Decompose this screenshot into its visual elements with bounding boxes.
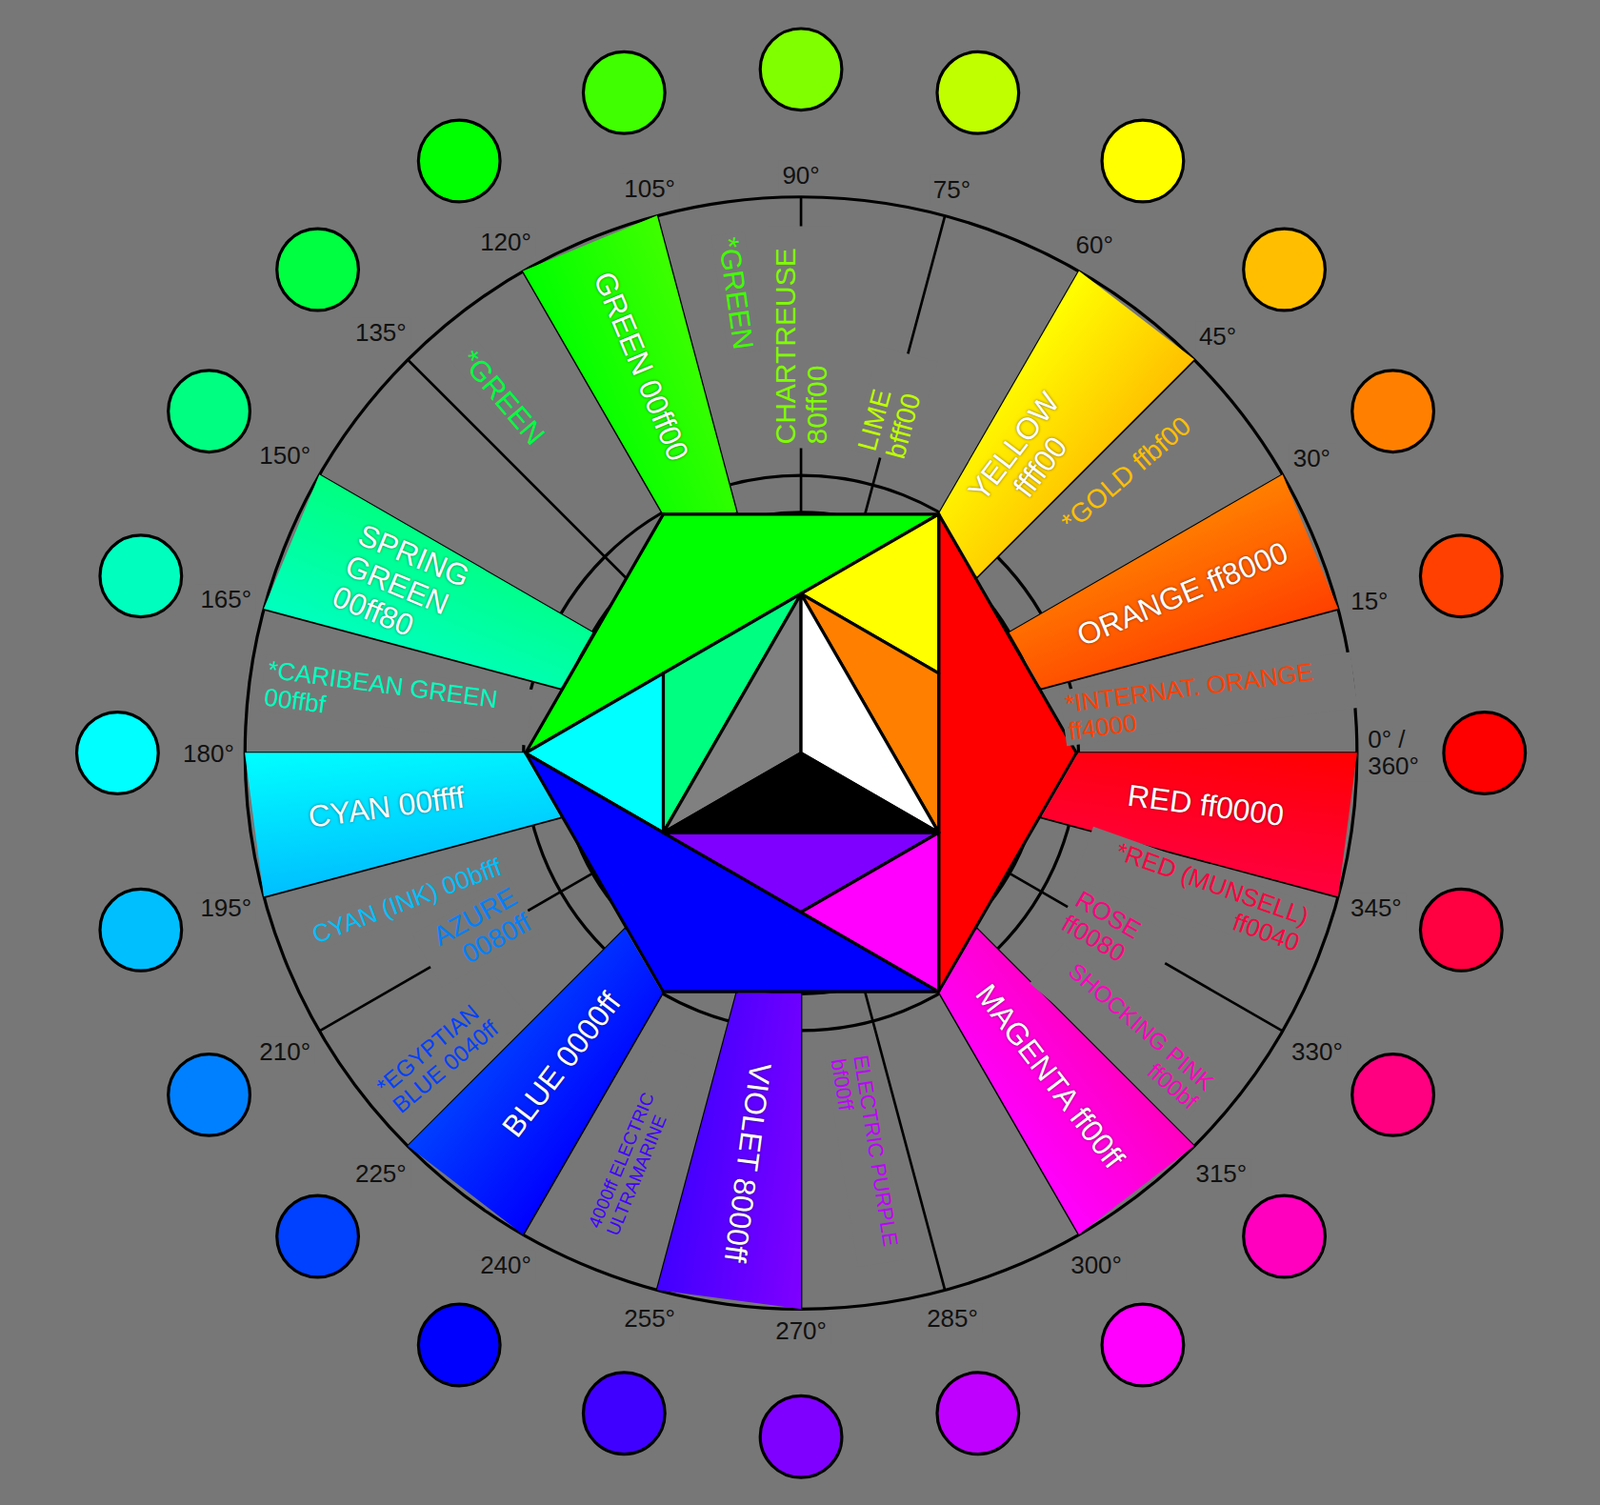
ring-circle (244, 197, 1358, 1310)
color-name-label: *GREEN (711, 231, 761, 356)
hue-dot (1420, 535, 1502, 618)
hue-dot (100, 888, 182, 971)
hue-dot (1243, 228, 1326, 311)
hue-dot (1243, 1195, 1326, 1278)
hue-dot (277, 228, 360, 311)
wheel-ring (77, 28, 1526, 1478)
color-name-label: *GREEN (451, 340, 555, 455)
hue-dot (168, 370, 251, 453)
angle-label: 195° (196, 892, 256, 922)
hue-dot (77, 712, 160, 795)
color-hexagon (525, 514, 1077, 992)
angle-label: 90° (778, 160, 823, 191)
angle-label: 150° (255, 440, 315, 471)
hue-dot (418, 1303, 500, 1386)
angle-label: 255° (620, 1303, 680, 1334)
angle-label: 285° (922, 1303, 982, 1334)
angle-label: 75° (929, 175, 975, 205)
angle-label: 30° (1289, 443, 1335, 474)
band-fill (522, 216, 774, 554)
hue-dot (582, 1372, 665, 1455)
angle-label: 105° (620, 173, 680, 203)
hue-dot (760, 28, 842, 111)
hue-dot (1352, 1054, 1435, 1137)
angle-label: 345° (1346, 892, 1406, 922)
hue-dot (1352, 370, 1435, 453)
hue-dot (100, 535, 182, 618)
angle-label: 0° / 360° (1363, 724, 1431, 781)
hue-dot (418, 120, 500, 202)
angle-label: 330° (1287, 1036, 1347, 1066)
angle-label: 240° (476, 1249, 536, 1280)
hue-dot (168, 1054, 251, 1137)
angle-label: 300° (1066, 1249, 1126, 1280)
color-name-label: CHARTREUSE 80ff00 (768, 225, 834, 448)
angle-label: 180° (179, 738, 239, 768)
hue-dot (1443, 712, 1526, 795)
hex-magenta (800, 832, 940, 992)
hex-red (939, 514, 1078, 992)
angle-label: 270° (771, 1316, 831, 1346)
angle-label: 315° (1191, 1159, 1251, 1189)
hue-dot (1101, 120, 1184, 202)
angle-label: 45° (1195, 321, 1240, 352)
hue-dot (760, 1395, 842, 1478)
hue-dot (582, 51, 665, 134)
angle-label: 210° (255, 1036, 315, 1066)
angle-label: 60° (1072, 230, 1118, 260)
angle-label: 15° (1346, 586, 1392, 617)
hex-black (662, 753, 939, 834)
angle-label: 120° (476, 226, 536, 257)
hue-dot (277, 1195, 360, 1278)
hue-dot (1101, 1303, 1184, 1386)
hue-dot (937, 51, 1020, 134)
band-fill (657, 980, 842, 1310)
hue-dot (937, 1372, 1020, 1455)
color-name-label: ELECTRIC PURPLE bf00ff (824, 1049, 906, 1267)
hue-dot (1420, 888, 1502, 971)
angle-label: 165° (196, 584, 256, 615)
color-name-label: LIME bfff00 (850, 346, 938, 467)
angle-label: 135° (351, 318, 411, 348)
angle-label: 225° (351, 1159, 411, 1189)
